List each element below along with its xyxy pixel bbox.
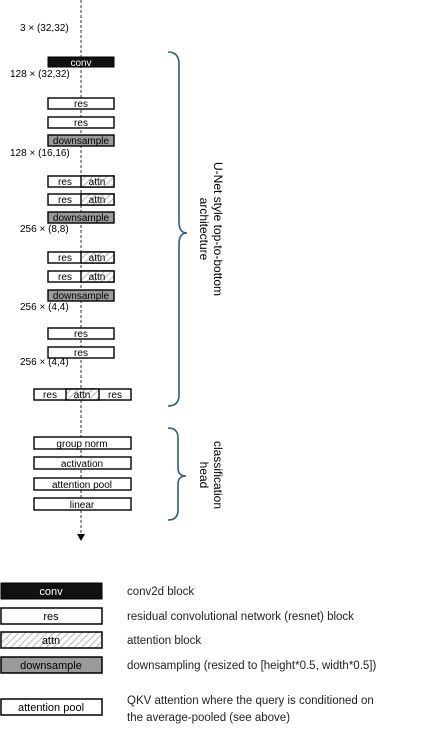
svg-text:classification: classification — [211, 441, 225, 509]
res-block: res — [47, 327, 115, 340]
res-attn-res-block: res attn res — [33, 388, 132, 401]
unet-label: U-Net style top-to-bottom architecture — [197, 162, 225, 296]
svg-text:attn: attn — [89, 253, 106, 264]
activation-block: activation — [33, 456, 132, 470]
svg-text:conv2d block: conv2d block — [127, 586, 194, 598]
downsample-block: downsample — [47, 211, 115, 224]
svg-text:downsample: downsample — [53, 136, 110, 147]
svg-text:attn: attn — [89, 272, 106, 283]
svg-text:res: res — [74, 329, 88, 340]
svg-text:res: res — [43, 611, 59, 623]
unet-brace — [167, 51, 188, 407]
svg-text:res: res — [74, 99, 88, 110]
shape-input: 3 × (32,32) — [20, 23, 69, 34]
svg-text:conv: conv — [70, 58, 91, 69]
svg-text:res: res — [58, 253, 72, 264]
svg-text:conv: conv — [39, 586, 63, 598]
svg-text:attention pool: attention pool — [52, 480, 112, 491]
svg-text:downsample: downsample — [20, 660, 82, 672]
classification-label: classification head — [197, 441, 225, 509]
svg-text:downsample: downsample — [53, 213, 110, 224]
svg-text:res: res — [74, 348, 88, 359]
downsample-block: downsample — [47, 134, 115, 147]
svg-text:U-Net style top-to-bottom: U-Net style top-to-bottom — [211, 162, 225, 296]
svg-text:group norm: group norm — [56, 439, 107, 450]
svg-text:res: res — [108, 390, 122, 401]
svg-text:attention block: attention block — [127, 635, 201, 647]
legend-attn: attn attention block — [0, 631, 201, 649]
shape-after-res: 256 × (4,4) — [20, 357, 69, 368]
svg-text:the average-pooled (see above): the average-pooled (see above) — [127, 712, 290, 724]
svg-text:attn: attn — [89, 177, 106, 188]
svg-text:downsampling (resized to [heig: downsampling (resized to [height*0.5, wi… — [127, 660, 376, 672]
svg-text:architecture: architecture — [197, 198, 211, 261]
conv-block: conv — [47, 56, 115, 69]
svg-text:attn: attn — [74, 390, 91, 401]
svg-text:residual convolutional network: residual convolutional network (resnet) … — [127, 611, 354, 623]
res-attn-block: res attn — [47, 175, 115, 188]
legend-conv: conv conv2d block — [0, 582, 194, 600]
svg-text:res: res — [58, 272, 72, 283]
flow-arrowhead — [77, 534, 85, 541]
svg-text:res: res — [58, 177, 72, 188]
shape-after-conv: 128 × (32,32) — [10, 69, 70, 80]
shape-after-down3: 256 × (4,4) — [20, 302, 69, 313]
legend-downsample: downsample downsampling (resized to [hei… — [0, 656, 376, 674]
res-attn-block: res attn — [47, 193, 115, 206]
shape-after-down2: 256 × (8,8) — [20, 224, 69, 235]
attention-pool-block: attention pool — [33, 477, 132, 491]
svg-text:head: head — [197, 462, 211, 489]
svg-text:res: res — [58, 195, 72, 206]
res-attn-block: res attn — [47, 251, 115, 264]
res-block: res — [47, 346, 115, 359]
svg-text:activation: activation — [61, 459, 103, 470]
res-block: res — [47, 97, 115, 110]
legend: conv conv2d block res residual convoluti… — [0, 582, 376, 724]
linear-block: linear — [33, 497, 132, 511]
svg-text:QKV attention where the query: QKV attention where the query is conditi… — [127, 695, 374, 707]
classification-brace — [167, 427, 187, 521]
shape-after-down1: 128 × (16,16) — [10, 148, 70, 159]
svg-text:downsample: downsample — [53, 291, 110, 302]
downsample-block: downsample — [47, 289, 115, 302]
svg-text:linear: linear — [70, 500, 95, 511]
svg-text:attention pool: attention pool — [18, 702, 84, 714]
group-norm-block: group norm — [33, 436, 132, 450]
svg-text:attn: attn — [89, 195, 106, 206]
legend-res: res residual convolutional network (resn… — [0, 607, 354, 625]
svg-text:attn: attn — [42, 635, 60, 647]
svg-text:res: res — [43, 390, 57, 401]
res-attn-block: res attn — [47, 270, 115, 283]
res-block: res — [47, 116, 115, 129]
svg-text:res: res — [74, 118, 88, 129]
legend-attention-pool: attention pool QKV attention where the q… — [0, 695, 374, 724]
